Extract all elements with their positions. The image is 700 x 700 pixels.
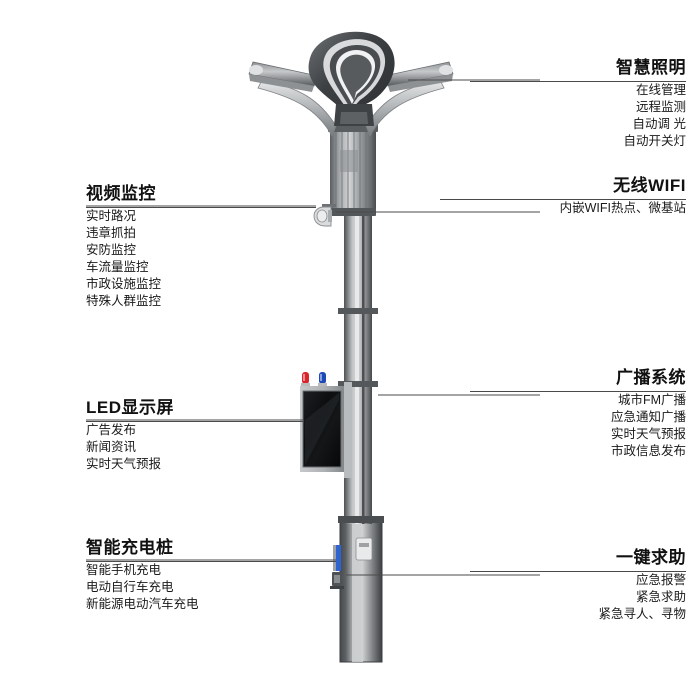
callout-item: 违章抓拍 — [86, 226, 137, 240]
callout-one-key-help: 一键求助 应急报警 紧急求助 紧急寻人、寻物 — [470, 548, 686, 623]
callout-rule-smart-lighting — [470, 81, 686, 82]
callout-rule-one-key-help — [470, 571, 686, 572]
callout-rule-smart-charging-pile — [86, 561, 336, 562]
callout-smart-charging-pile: 智能充电桩 智能手机充电 电动自行车充电 新能源电动汽车充电 — [86, 538, 336, 613]
leader-lines — [86, 79, 540, 576]
callout-item: 智能手机充电 — [86, 563, 162, 577]
callout-item: 车流量监控 — [86, 260, 149, 274]
callout-video-surveillance: 视频监控 实时路况 违章抓拍 安防监控 车流量监控 市政设施监控 特殊人群监控 — [86, 184, 316, 310]
surveillance-camera — [313, 204, 336, 227]
callout-item: 紧急求助 — [635, 590, 686, 604]
ribbed-equipment-cylinder — [328, 124, 378, 216]
callout-title-led-display: LED显示屏 — [86, 398, 174, 417]
callout-item: 新闻资讯 — [86, 440, 137, 454]
charging-module — [330, 537, 373, 589]
callout-item: 实时路况 — [86, 209, 137, 223]
callout-title-smart-charging-pile: 智能充电桩 — [86, 538, 174, 557]
callout-item: 远程监测 — [635, 100, 686, 114]
callout-item: 应急报警 — [635, 573, 686, 587]
blue-indicator-light — [318, 372, 327, 386]
callout-title-smart-lighting: 智慧照明 — [616, 58, 686, 77]
callout-title-video-surveillance: 视频监控 — [86, 184, 156, 203]
wifi-loop-antenna — [308, 31, 395, 126]
callout-item: 实时天气预报 — [610, 427, 686, 441]
callout-rule-led-display — [86, 421, 304, 422]
callout-item: 电动自行车充电 — [86, 580, 174, 594]
callout-rule-wireless-wifi — [440, 199, 686, 200]
callout-led-display: LED显示屏 广告发布 新闻资讯 实时天气预报 — [86, 398, 304, 473]
callout-item: 内嵌WIFI热点、微基站 — [559, 201, 686, 215]
callout-item: 新能源电动汽车充电 — [86, 597, 199, 611]
callout-rule-video-surveillance — [86, 207, 316, 208]
callout-title-wireless-wifi: 无线WIFI — [613, 176, 686, 195]
red-indicator-light — [301, 372, 310, 386]
callout-item: 广告发布 — [86, 423, 137, 437]
led-display-panel — [300, 382, 352, 478]
callout-rule-broadcast-system — [470, 391, 686, 392]
callout-item: 应急通知广播 — [610, 410, 686, 424]
callout-smart-lighting: 智慧照明 在线管理 远程监测 自动调 光 自动开关灯 — [470, 58, 686, 150]
callout-wireless-wifi: 无线WIFI 内嵌WIFI热点、微基站 — [440, 176, 686, 217]
callout-item: 城市FM广播 — [617, 393, 686, 407]
callout-broadcast-system: 广播系统 城市FM广播 应急通知广播 实时天气预报 市政信息发布 — [470, 368, 686, 460]
callout-item: 紧急寻人、寻物 — [598, 607, 686, 621]
callout-item: 市政设施监控 — [86, 277, 162, 291]
callout-item: 在线管理 — [635, 83, 686, 97]
callout-title-broadcast-system: 广播系统 — [616, 368, 686, 387]
callout-title-one-key-help: 一键求助 — [616, 548, 686, 567]
luminaire-arms — [248, 61, 454, 137]
callout-item: 自动开关灯 — [623, 134, 686, 148]
callout-item: 自动调 光 — [632, 117, 686, 131]
callout-item: 特殊人群监控 — [86, 294, 162, 308]
callout-item: 实时天气预报 — [86, 457, 162, 471]
callout-item: 安防监控 — [86, 243, 137, 257]
callout-item: 市政信息发布 — [610, 444, 686, 458]
